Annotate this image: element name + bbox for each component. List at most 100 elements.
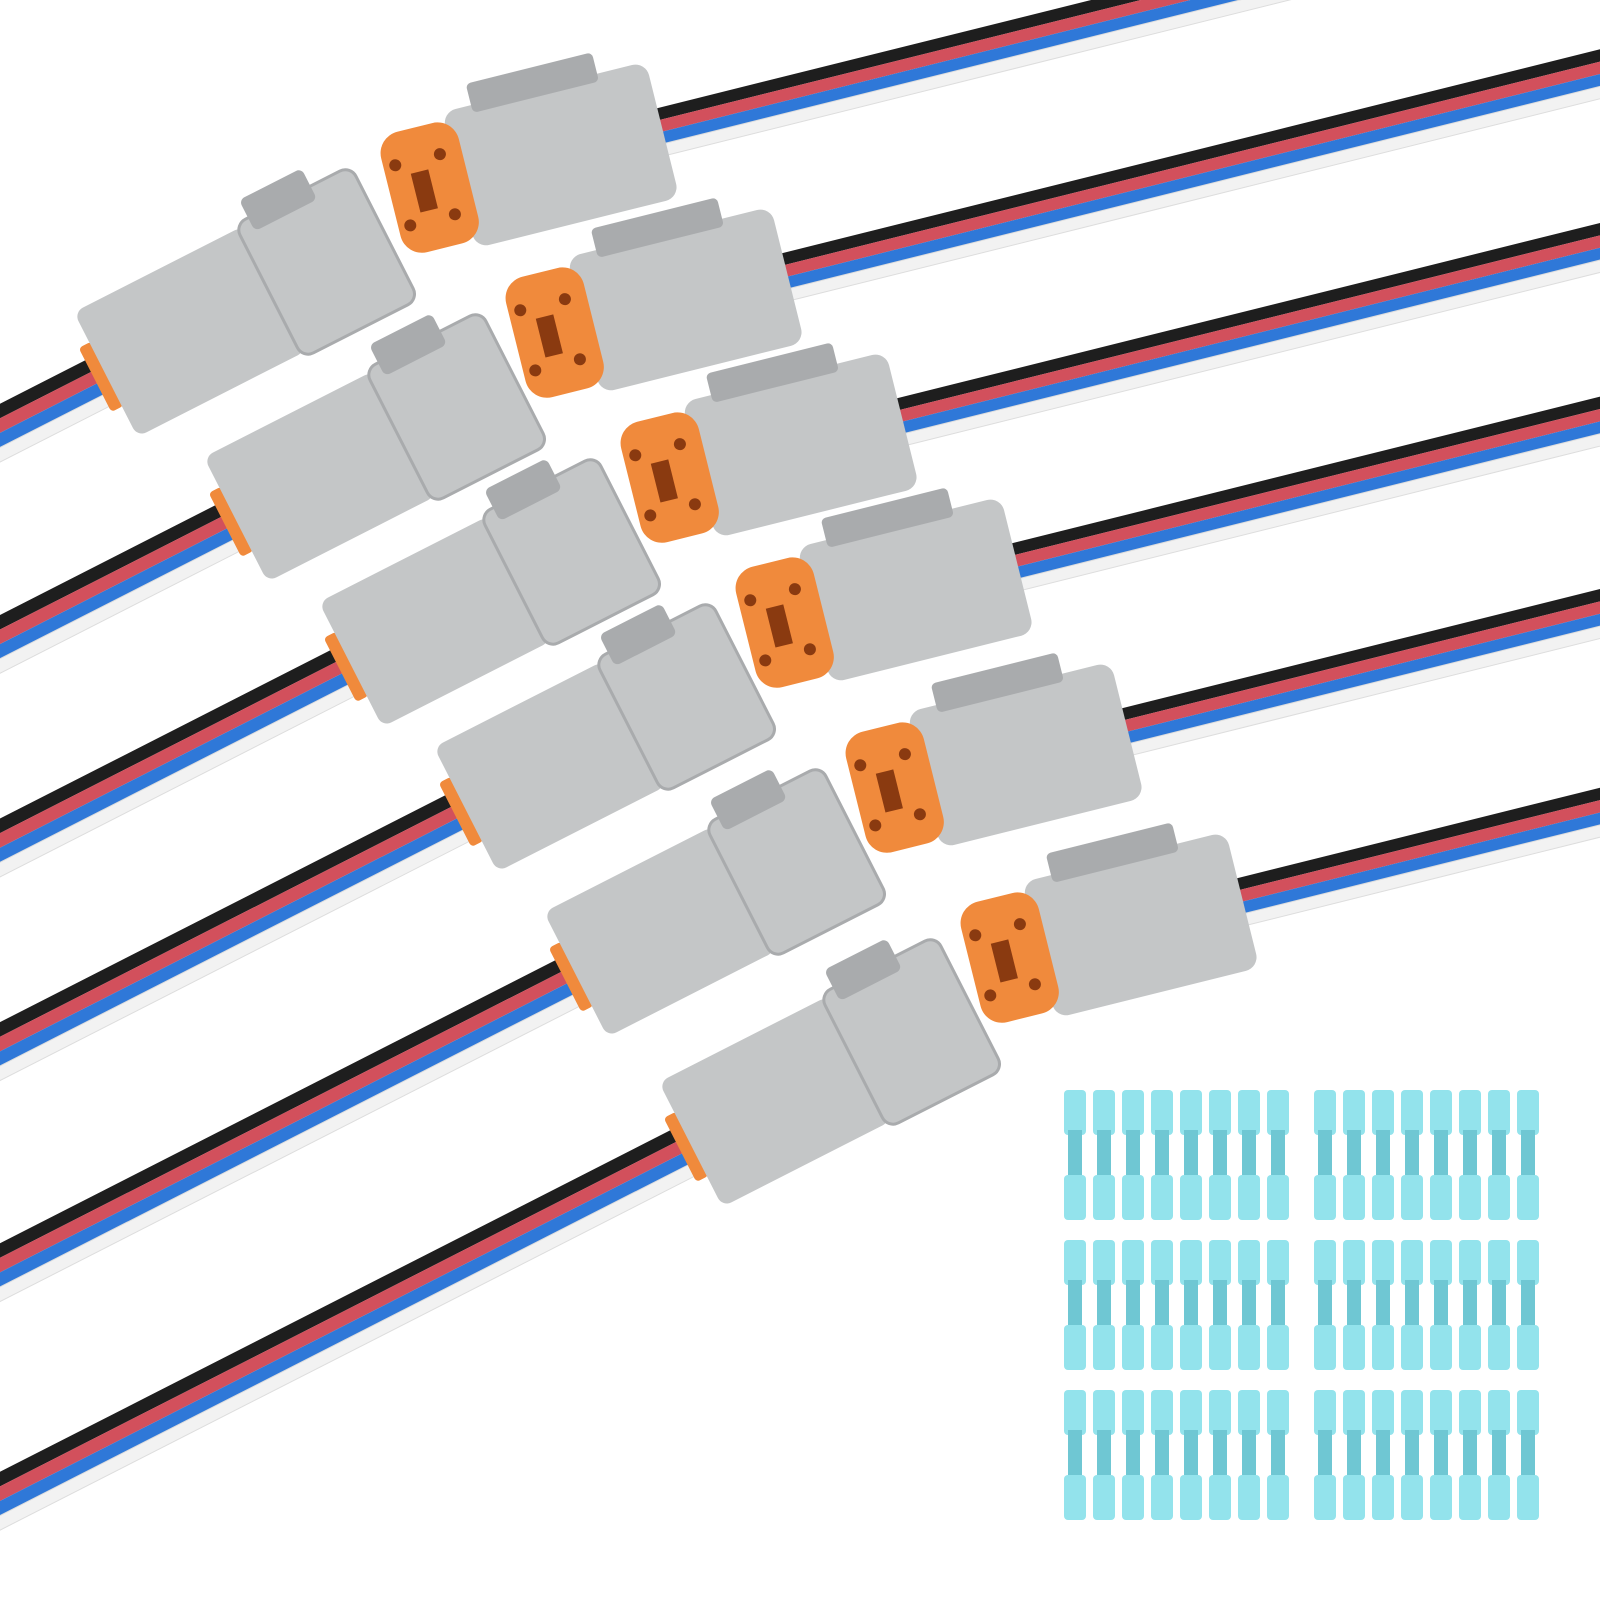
butt-connector [1343,1240,1365,1370]
butt-connector [1517,1390,1539,1520]
seal [210,487,253,556]
butt-connector [1372,1090,1394,1220]
butt-end [1430,1390,1452,1435]
butt-connector [1488,1090,1510,1220]
butt-end [1238,1175,1260,1220]
socket-hole [913,808,926,821]
butt-end [1343,1325,1365,1370]
female-connector [735,488,1032,688]
socket-hole [673,438,686,451]
butt-connector [1093,1090,1115,1220]
butt-end [1122,1090,1144,1135]
latch-tab [486,460,561,520]
butt-tube [1318,1280,1332,1330]
butt-connector [1517,1090,1539,1220]
butt-end [1151,1240,1173,1285]
butt-connector [1343,1090,1365,1220]
butt-end [1488,1175,1510,1220]
butt-end [1488,1390,1510,1435]
butt-end [1093,1390,1115,1435]
wire [0,526,238,949]
butt-end [1517,1175,1539,1220]
butt-tube [1097,1130,1111,1180]
socket-hole [448,208,461,221]
butt-end [1401,1240,1423,1285]
female-connector [845,653,1142,853]
butt-end [1151,1390,1173,1435]
male-connector [77,168,416,434]
female-housing [1024,834,1257,1016]
butt-end [1122,1390,1144,1435]
butt-end [1122,1475,1144,1520]
butt-end [1488,1240,1510,1285]
socket-hole [744,594,757,607]
butt-end [1209,1175,1231,1220]
wire [1008,254,1600,581]
butt-end [1122,1240,1144,1285]
butt-end [1430,1090,1452,1135]
latch-lever [1046,823,1178,882]
butt-tube [1242,1130,1256,1180]
latch-lever [591,198,723,257]
butt-tube [1405,1130,1419,1180]
wire [0,958,566,1381]
butt-connector [1180,1090,1202,1220]
wire [653,0,1600,146]
butt-connector [1430,1090,1452,1220]
butt-tube [1434,1130,1448,1180]
socket-slot [535,314,563,358]
socket-hole [788,583,801,596]
butt-end [1180,1325,1202,1370]
male-housing-rear [322,519,549,724]
wire [890,97,1600,424]
butt-tube [1318,1130,1332,1180]
butt-tube [1405,1280,1419,1330]
butt-connector [1180,1240,1202,1370]
butt-end [1459,1390,1481,1435]
wire [0,648,341,1071]
butt-end [1459,1090,1481,1135]
butt-tube [1184,1430,1198,1480]
male-housing-rear [662,999,889,1204]
butt-end [1314,1325,1336,1370]
butt-tube [1068,1130,1082,1180]
butt-end [1314,1390,1336,1435]
butt-end [1343,1090,1365,1135]
wire [0,1151,693,1574]
wire [0,1139,687,1563]
wire [0,969,572,1393]
butt-tube [1271,1280,1285,1330]
wire [1227,566,1600,893]
male-connector [547,768,886,1034]
butt-end [1430,1240,1452,1285]
seal [665,1112,708,1181]
butt-tube [1155,1130,1169,1180]
butt-end [1372,1240,1394,1285]
butt-tube [1097,1280,1111,1330]
wire [778,0,1600,291]
butt-tube [1155,1430,1169,1480]
wire [893,109,1600,436]
socket-slot [990,939,1018,983]
socket-hole [688,498,701,511]
butt-connector [1401,1390,1423,1520]
socket-hole [759,654,772,667]
female-wire-bundle [772,0,1600,303]
butt-connector [1093,1390,1115,1520]
male-connector [322,458,661,724]
wire [1112,396,1600,723]
butt-connector [1430,1390,1452,1520]
butt-end [1401,1175,1423,1220]
connector-layer [77,53,1257,1204]
socket-slot [875,769,903,813]
butt-end [1151,1475,1173,1520]
socket-hole [629,449,642,462]
butt-connector [1209,1090,1231,1220]
butt-end [1430,1325,1452,1370]
butt-connector [1238,1240,1260,1370]
wire [0,659,347,1083]
wire [0,503,226,926]
female-housing [684,354,917,536]
butt-end [1517,1325,1539,1370]
